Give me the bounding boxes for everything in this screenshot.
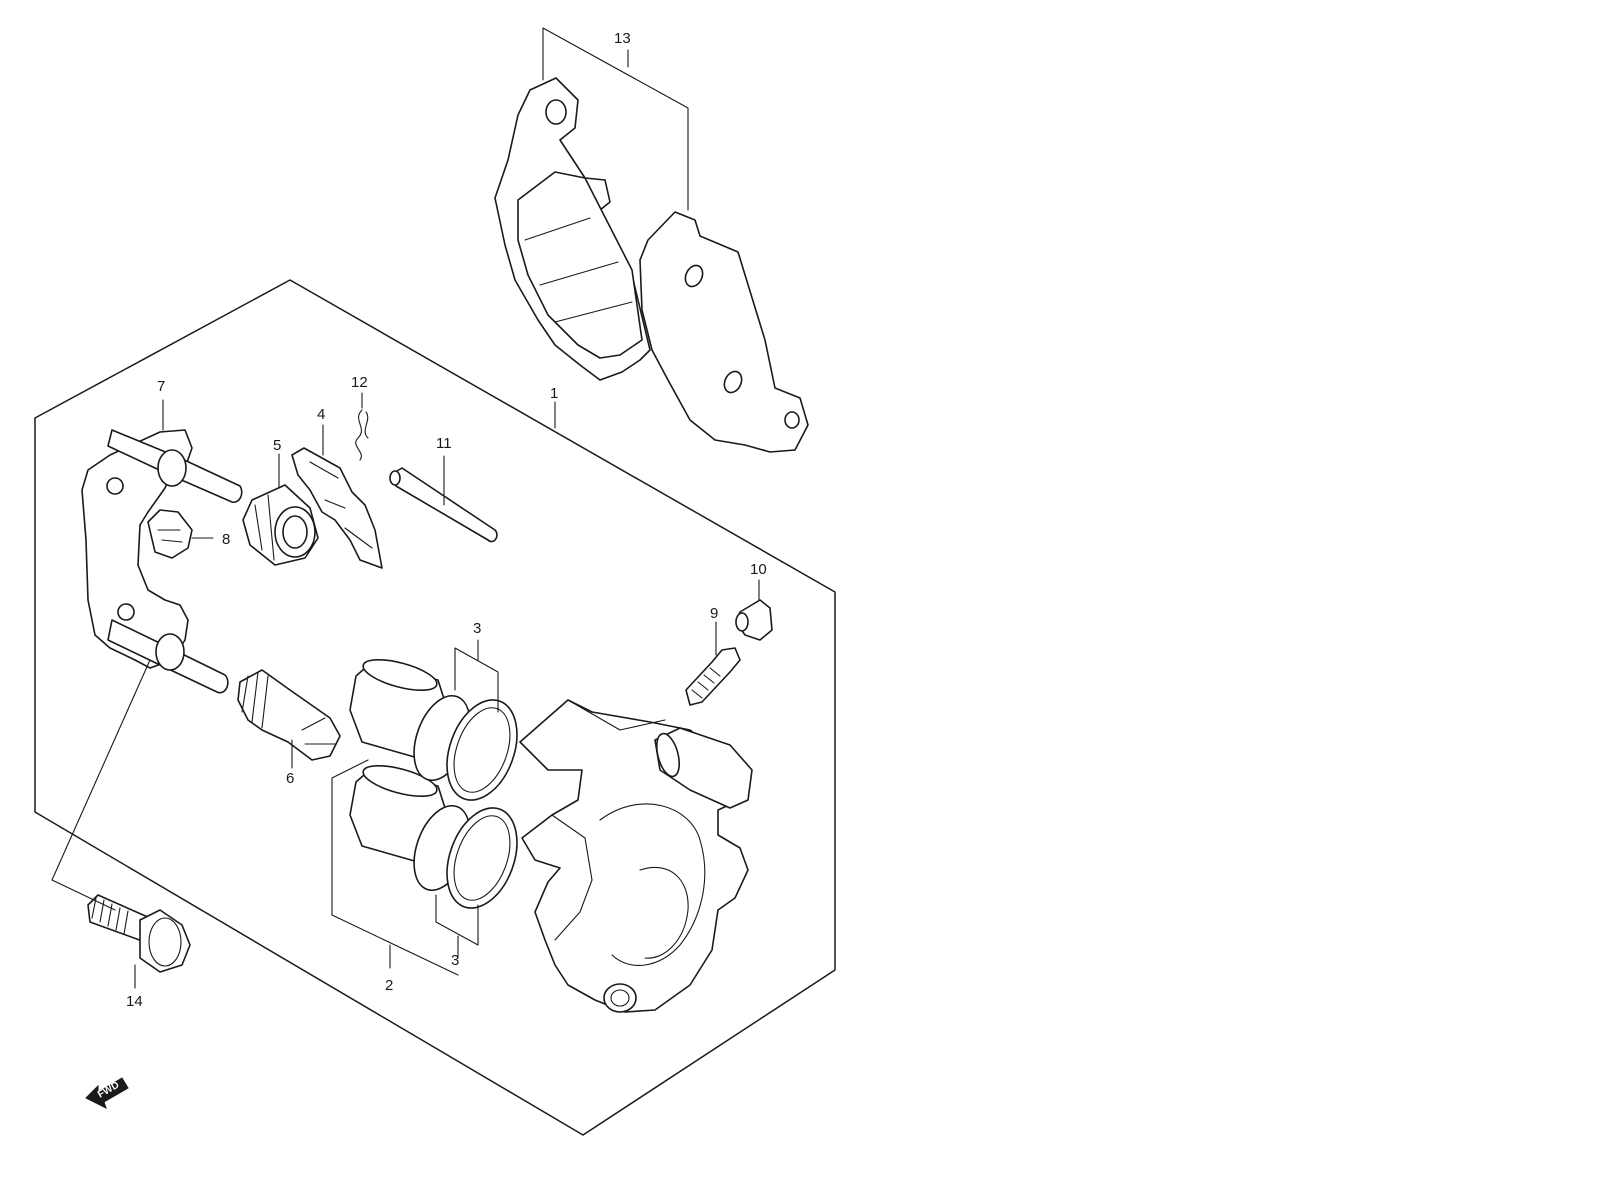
forward-direction-arrow: FWD [85, 1077, 129, 1109]
callout-line-2 [331, 759, 459, 976]
mounting-bolt [87, 894, 191, 973]
pad-spring-clip [147, 509, 193, 559]
callout-1: 1 [550, 385, 558, 402]
callout-10: 10 [750, 561, 767, 578]
callout-9: 9 [710, 605, 718, 622]
callout-5: 5 [273, 437, 281, 454]
callout-line-14 [51, 659, 151, 911]
piston-seals [413, 694, 518, 909]
callout-line-13 [542, 27, 689, 211]
callout-4: 4 [317, 406, 325, 423]
caliper-bracket [81, 429, 243, 694]
slide-pin [237, 669, 341, 761]
pin-clip [355, 409, 369, 461]
brake-pad-set [494, 77, 809, 453]
callout-line-3a [454, 647, 499, 713]
callout-8: 8 [222, 531, 230, 548]
callout-12: 12 [351, 374, 368, 391]
callout-line-3b [435, 894, 479, 946]
callout-2: 2 [385, 977, 393, 994]
callout-7: 7 [157, 378, 165, 395]
callout-6: 6 [286, 770, 294, 787]
callout-11: 11 [436, 435, 452, 452]
caliper-body [519, 699, 753, 1013]
pin-boot [242, 484, 319, 566]
callout-3a: 3 [473, 620, 481, 637]
bleeder-cap [735, 599, 773, 641]
pad-spring [291, 447, 383, 569]
callout-14: 14 [126, 993, 143, 1010]
bleeder-valve [685, 647, 741, 706]
caliper-assembly-outline [34, 279, 836, 1136]
callout-3b: 3 [451, 952, 459, 969]
callout-13: 13 [614, 30, 631, 47]
